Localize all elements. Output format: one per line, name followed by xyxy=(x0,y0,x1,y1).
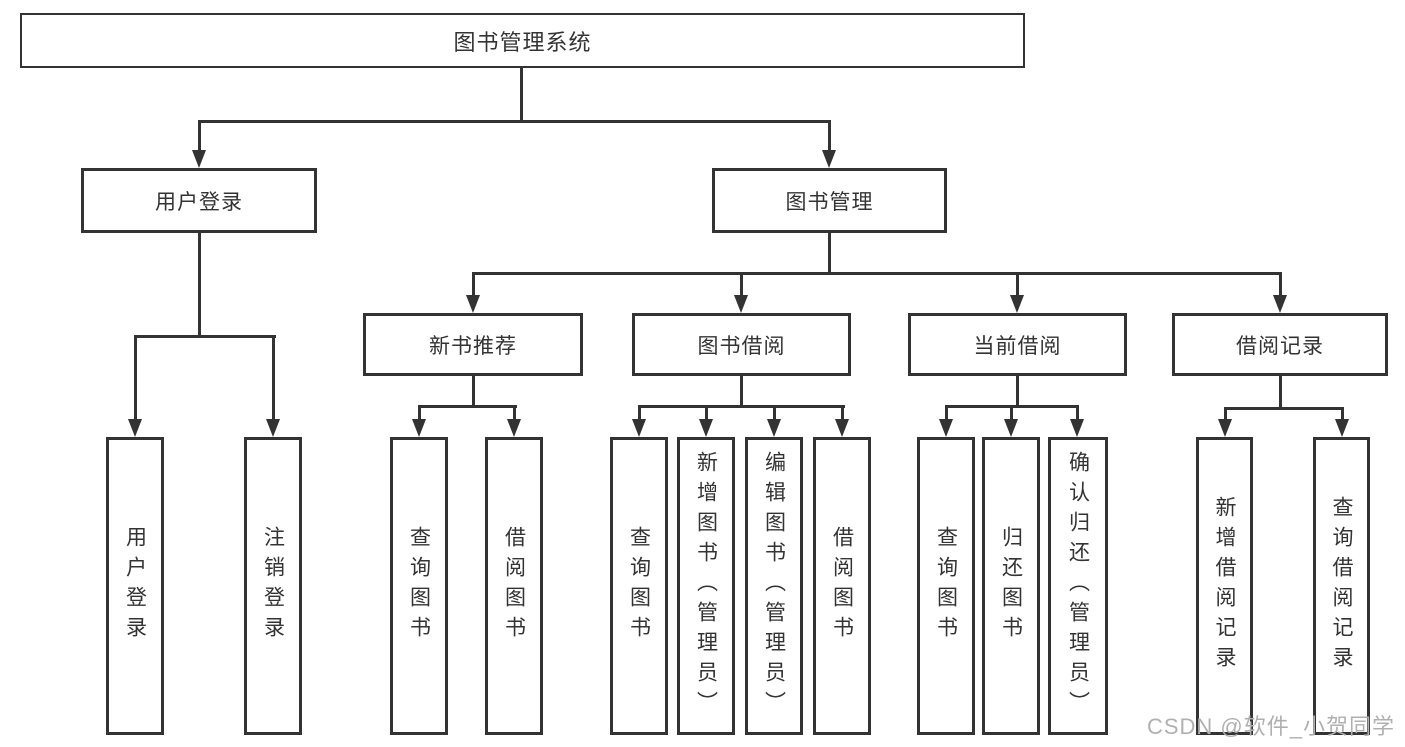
connector-stem xyxy=(828,120,831,160)
arrow-down-icon xyxy=(632,419,646,437)
arrow-down-icon xyxy=(507,419,521,437)
node-new-book-recommend: 新书推荐 xyxy=(363,313,583,376)
node-user-login: 用户登录 xyxy=(81,168,317,233)
arrow-down-icon xyxy=(939,419,953,437)
leaf-return-books: 归还图书 xyxy=(982,437,1040,735)
connector-level1-bar xyxy=(198,120,831,123)
connector-login-bar xyxy=(134,335,276,338)
connector-stem xyxy=(513,405,516,430)
connector-stem xyxy=(1224,407,1227,430)
connector-stem xyxy=(1341,407,1344,430)
arrow-down-icon xyxy=(734,295,748,313)
connector-bar xyxy=(1224,407,1344,410)
leaf-query-books-current: 查询图书 xyxy=(917,437,975,735)
arrow-down-icon xyxy=(1070,419,1084,437)
connector-stem xyxy=(134,335,137,430)
leaf-user-login: 用户登录 xyxy=(106,437,164,735)
leaf-query-borrow-record: 查询借阅记录 xyxy=(1313,437,1370,735)
node-book-borrow: 图书借阅 xyxy=(632,313,851,376)
connector-stem xyxy=(472,374,475,407)
leaf-confirm-return-admin: 确认归还（管理员） xyxy=(1048,437,1108,735)
node-current-borrow: 当前借阅 xyxy=(908,313,1127,376)
connector-level2-bar xyxy=(472,272,1282,275)
arrow-down-icon xyxy=(1010,295,1024,313)
arrow-down-icon xyxy=(1004,419,1018,437)
connector-stem xyxy=(418,405,421,430)
connector-stem xyxy=(945,405,948,430)
arrow-down-icon xyxy=(835,419,849,437)
connector-stem xyxy=(198,120,201,160)
connector-bar xyxy=(638,405,845,408)
connector-mgmt-stem xyxy=(828,231,831,273)
connector-stem xyxy=(740,272,743,300)
leaf-edit-books-admin: 编辑图书（管理员） xyxy=(745,437,803,735)
connector-stem xyxy=(705,405,708,430)
node-borrow-records: 借阅记录 xyxy=(1172,313,1388,376)
arrow-down-icon xyxy=(767,419,781,437)
arrow-down-icon xyxy=(1218,419,1232,437)
leaf-logout: 注销登录 xyxy=(244,437,302,735)
connector-stem xyxy=(1016,374,1019,407)
node-book-management: 图书管理 xyxy=(712,168,947,233)
arrow-down-icon xyxy=(1273,295,1287,313)
arrow-down-icon xyxy=(822,150,836,168)
arrow-down-icon xyxy=(266,419,280,437)
connector-stem xyxy=(472,272,475,300)
connector-stem xyxy=(773,405,776,430)
connector-stem xyxy=(740,374,743,407)
arrow-down-icon xyxy=(1335,419,1349,437)
connector-stem xyxy=(1010,405,1013,430)
connector-stem xyxy=(1279,374,1282,408)
arrow-down-icon xyxy=(466,295,480,313)
watermark: CSDN @软件_小贺同学 xyxy=(1146,714,1395,739)
connector-bar xyxy=(418,405,517,408)
leaf-query-books-newbook: 查询图书 xyxy=(390,437,448,735)
arrow-down-icon xyxy=(412,419,426,437)
node-root: 图书管理系统 xyxy=(20,13,1025,68)
connector-stem xyxy=(1016,272,1019,300)
connector-root-stem xyxy=(520,66,523,122)
connector-stem xyxy=(638,405,641,430)
arrow-down-icon xyxy=(699,419,713,437)
leaf-query-books-borrow: 查询图书 xyxy=(610,437,668,735)
connector-stem xyxy=(1076,405,1079,430)
arrow-down-icon xyxy=(192,150,206,168)
leaf-add-books-admin: 新增图书（管理员） xyxy=(677,437,735,735)
connector-stem xyxy=(1279,272,1282,300)
leaf-borrow-books-newbook: 借阅图书 xyxy=(485,437,543,735)
arrow-down-icon xyxy=(128,419,142,437)
leaf-add-borrow-record: 新增借阅记录 xyxy=(1196,437,1253,735)
connector-stem xyxy=(841,405,844,430)
connector-login-stem xyxy=(198,231,201,337)
connector-stem xyxy=(272,335,275,430)
leaf-borrow-books: 借阅图书 xyxy=(813,437,871,735)
